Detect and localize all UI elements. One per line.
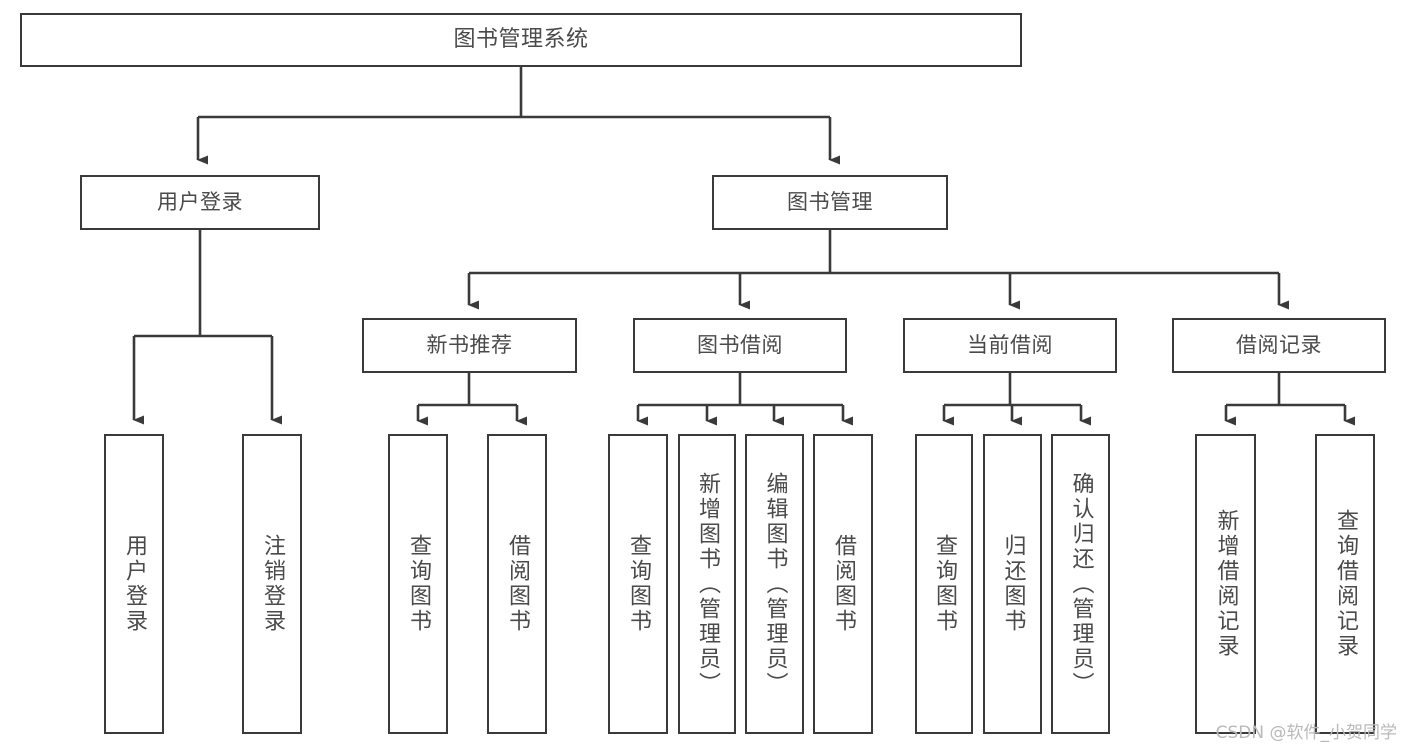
leaf-add-book[interactable]: 新增图书（管理员） <box>678 434 736 734</box>
leaf-query-book-current[interactable]: 查询图书 <box>915 434 973 734</box>
leaf-user-login[interactable]: 用户登录 <box>104 434 164 734</box>
node-new-book-recommend-label: 新书推荐 <box>426 332 513 357</box>
leaf-confirm-return-label: 确认归还（管理员） <box>1068 471 1094 697</box>
node-root[interactable]: 图书管理系统 <box>20 13 1022 67</box>
leaf-borrow-book-recommend[interactable]: 借阅图书 <box>487 434 547 734</box>
node-borrow-record-label: 借阅记录 <box>1236 332 1322 357</box>
leaf-query-borrow-record[interactable]: 查询借阅记录 <box>1315 434 1375 734</box>
leaf-borrow-book-label: 借阅图书 <box>831 534 856 634</box>
leaf-confirm-return[interactable]: 确认归还（管理员） <box>1051 434 1110 734</box>
leaf-user-login-label: 用户登录 <box>122 534 147 634</box>
leaf-user-logout[interactable]: 注销登录 <box>242 434 302 734</box>
leaf-borrow-book[interactable]: 借阅图书 <box>813 434 873 734</box>
node-current-borrow[interactable]: 当前借阅 <box>903 318 1117 373</box>
node-root-label: 图书管理系统 <box>453 27 589 53</box>
leaf-query-book-current-label: 查询图书 <box>932 534 957 634</box>
leaf-edit-book-label: 编辑图书（管理员） <box>762 471 788 697</box>
node-book-borrow-label: 图书借阅 <box>697 332 783 357</box>
node-current-borrow-label: 当前借阅 <box>967 332 1053 357</box>
leaf-add-borrow-record-label: 新增借阅记录 <box>1213 509 1239 659</box>
leaf-query-book-recommend-label: 查询图书 <box>406 534 431 634</box>
node-book-borrow[interactable]: 图书借阅 <box>633 318 847 373</box>
leaf-query-book-recommend[interactable]: 查询图书 <box>388 434 448 734</box>
node-borrow-record[interactable]: 借阅记录 <box>1172 318 1386 373</box>
node-user-login-label: 用户登录 <box>157 189 243 214</box>
leaf-query-book-borrow[interactable]: 查询图书 <box>608 434 668 734</box>
leaf-edit-book[interactable]: 编辑图书（管理员） <box>745 434 804 734</box>
leaf-return-book-label: 归还图书 <box>1000 534 1026 634</box>
leaf-borrow-book-recommend-label: 借阅图书 <box>505 534 530 634</box>
leaf-query-borrow-record-label: 查询借阅记录 <box>1333 509 1358 659</box>
node-user-login[interactable]: 用户登录 <box>80 175 320 230</box>
node-book-manage[interactable]: 图书管理 <box>712 175 948 230</box>
leaf-return-book[interactable]: 归还图书 <box>983 434 1042 734</box>
leaf-user-logout-label: 注销登录 <box>260 534 285 634</box>
watermark: CSDN @软件_小贺同学 <box>1215 723 1397 743</box>
leaf-add-book-label: 新增图书（管理员） <box>695 471 720 697</box>
leaf-add-borrow-record[interactable]: 新增借阅记录 <box>1195 434 1256 734</box>
leaf-query-book-borrow-label: 查询图书 <box>626 534 651 634</box>
node-new-book-recommend[interactable]: 新书推荐 <box>362 318 577 373</box>
node-book-manage-label: 图书管理 <box>787 189 873 214</box>
